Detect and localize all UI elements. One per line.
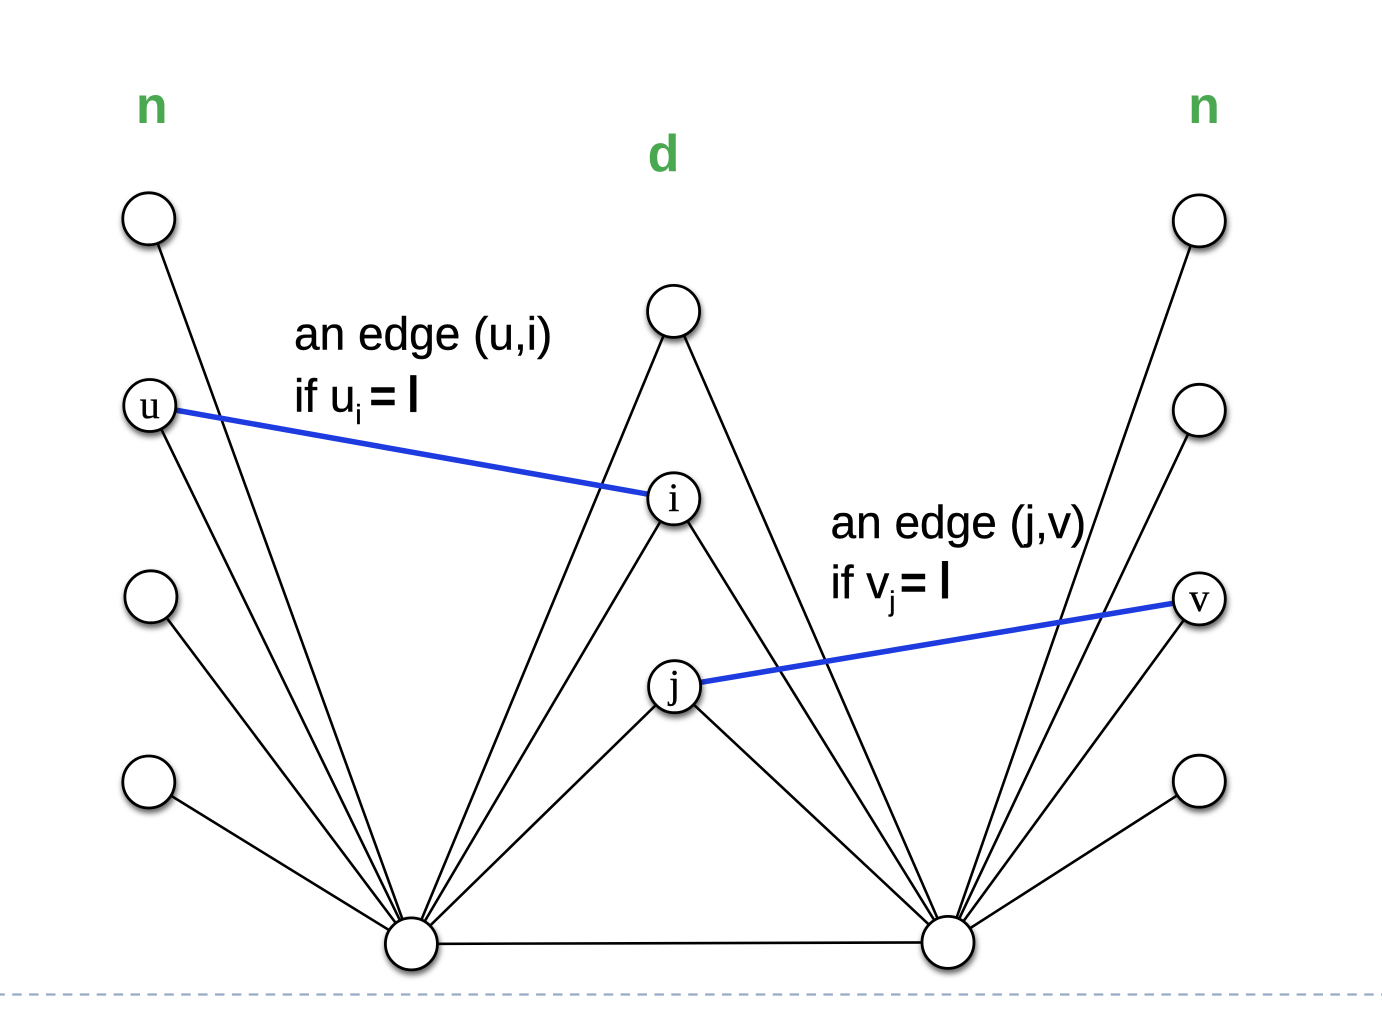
svg-text:if vj=: if vj= <box>831 556 927 617</box>
svg-text:u: u <box>140 382 160 427</box>
svg-text:i: i <box>668 475 679 520</box>
svg-text:an edge (j,v): an edge (j,v) <box>831 496 1087 548</box>
svg-text:if ui=: if ui= <box>294 370 396 431</box>
svg-text:d: d <box>648 125 680 183</box>
svg-text:v: v <box>1189 575 1209 620</box>
svg-text:j: j <box>667 662 680 707</box>
svg-text:n: n <box>136 77 168 135</box>
svg-text:n: n <box>1188 77 1220 135</box>
svg-text:an edge (u,i): an edge (u,i) <box>294 308 552 360</box>
